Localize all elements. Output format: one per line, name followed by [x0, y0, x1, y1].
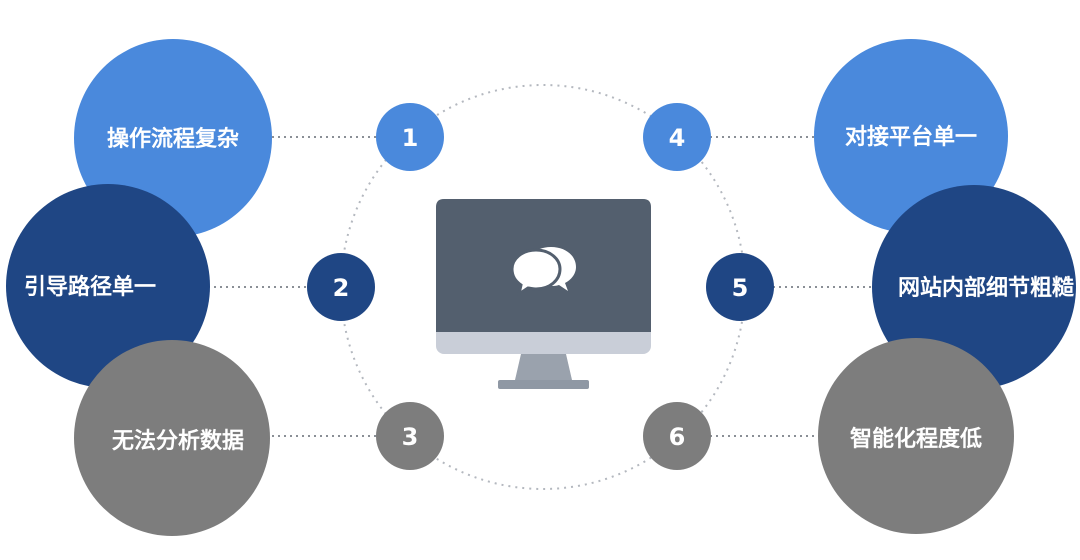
badge-2: 2 [307, 253, 375, 321]
item-6: 智能化程度低 [818, 338, 1014, 534]
badge-2-number: 2 [333, 274, 350, 302]
chat-bubble-front [510, 248, 562, 298]
item-4-label: 对接平台单一 [845, 124, 977, 150]
item-1-label: 操作流程复杂 [107, 126, 239, 152]
badge-4-circle [643, 103, 711, 171]
badge-1-number: 1 [402, 124, 419, 152]
badge-3: 3 [376, 402, 444, 470]
item-5: 网站内部细节粗糙 [872, 185, 1076, 389]
connectors [208, 136, 877, 437]
badge-6-number: 6 [669, 423, 686, 451]
item-5-circle [872, 185, 1076, 389]
chat-bubbles-icon [510, 247, 576, 298]
item-2-circle [6, 184, 210, 388]
item-5-label: 网站内部细节粗糙 [898, 275, 1074, 301]
item-2: 引导路径单一 [6, 184, 210, 388]
badge-5-number: 5 [732, 274, 749, 302]
badge-4: 4 [643, 103, 711, 171]
badge-5: 5 [706, 253, 774, 321]
item-3-circle [74, 340, 270, 536]
monitor-neck [515, 354, 572, 380]
item-6-circle [818, 338, 1014, 534]
badge-6: 6 [643, 402, 711, 470]
badge-3-number: 3 [402, 423, 419, 451]
badge-5-circle [706, 253, 774, 321]
monitor-base [498, 380, 589, 389]
item-3: 无法分析数据 [74, 340, 270, 536]
badge-4-number: 4 [669, 124, 686, 152]
monitor-icon [436, 199, 651, 389]
item-2-label: 引导路径单一 [24, 274, 156, 300]
item-4: 对接平台单一 [814, 39, 1008, 233]
item-6-label: 智能化程度低 [850, 426, 982, 452]
badge-6-circle [643, 402, 711, 470]
item-3-label: 无法分析数据 [112, 428, 244, 454]
badge-2-circle [307, 253, 375, 321]
badge-3-circle [376, 402, 444, 470]
badge-1-circle [376, 103, 444, 171]
badge-1: 1 [376, 103, 444, 171]
item-4-circle [814, 39, 1008, 233]
